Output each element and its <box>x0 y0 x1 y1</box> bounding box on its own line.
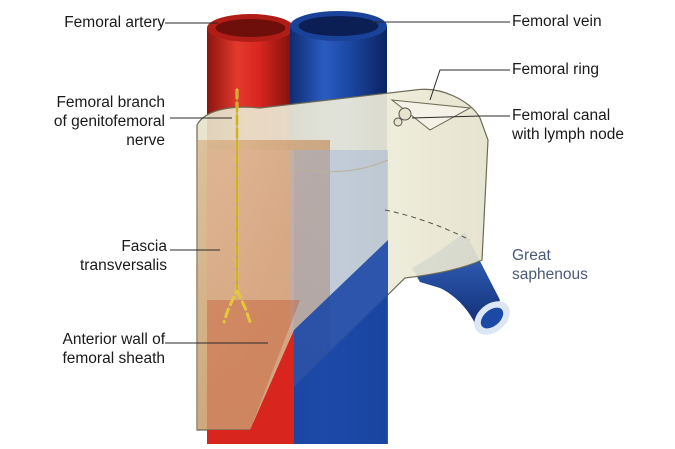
label-femoral-branch: Femoral branch of genitofemoral nerve <box>54 93 165 150</box>
label-great-saphenous: Great saphenous <box>512 246 588 284</box>
label-femoral-ring: Femoral ring <box>512 60 599 79</box>
label-femoral-canal: Femoral canal with lymph node <box>512 106 624 144</box>
label-femoral-vein: Femoral vein <box>512 12 602 31</box>
label-femoral-artery: Femoral artery <box>64 13 165 32</box>
label-fascia-transversalis: Fascia transversalis <box>80 237 167 275</box>
label-anterior-wall: Anterior wall of femoral sheath <box>62 330 165 368</box>
